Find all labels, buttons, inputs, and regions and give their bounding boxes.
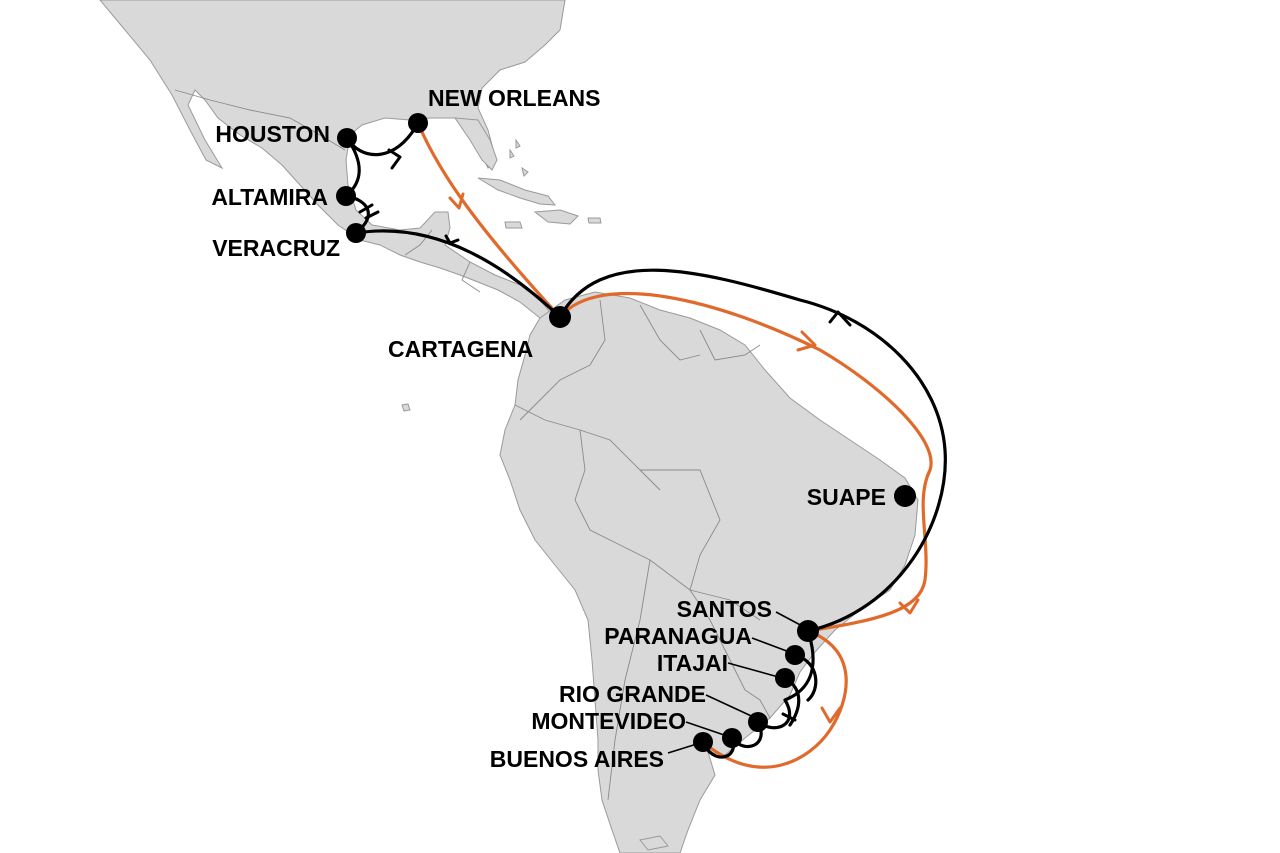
port-label-cartagena: CARTAGENA	[388, 336, 533, 362]
port-marker-cartagena[interactable]	[549, 306, 571, 328]
southbound-arrow-gulf	[448, 192, 465, 210]
southbound-arrow-brazil	[898, 598, 920, 615]
puerto-rico-island	[587, 217, 602, 224]
tierra-del-fuego	[639, 835, 669, 851]
northbound-arrow-atlantic	[828, 310, 852, 327]
port-marker-itajai[interactable]	[775, 668, 795, 688]
label-leader-lines	[667, 611, 807, 754]
port-marker-santos[interactable]	[797, 620, 819, 642]
port-label-altamira: ALTAMIRA	[211, 184, 328, 210]
southbound-arrow-caribbean	[796, 330, 817, 352]
northbound-arrow-mexico	[358, 203, 380, 220]
port-label-veracruz: VERACRUZ	[212, 235, 340, 261]
port-marker-veracruz[interactable]	[346, 223, 366, 243]
northbound-arrow-uruguay	[781, 712, 797, 722]
port-label-paranagua: PARANAGUA	[604, 623, 752, 649]
port-marker-altamira[interactable]	[336, 186, 356, 206]
route-new-orleans-cartagena	[416, 121, 562, 319]
route-santos-cartagena	[558, 268, 947, 633]
jamaica-island	[504, 221, 523, 229]
florida-peninsula	[453, 117, 498, 171]
port-marker-buenos-aires[interactable]	[693, 732, 713, 752]
route-cartagena-veracruz	[354, 229, 562, 319]
route-cartagena-suape-santos	[558, 291, 933, 633]
southbound-route	[416, 121, 933, 769]
route-santos-buenos-aires	[701, 629, 848, 769]
port-labels: NEW ORLEANS HOUSTON ALTAMIRA VERACRUZ CA…	[211, 85, 886, 772]
bahamas-islands	[509, 138, 529, 177]
port-marker-houston[interactable]	[337, 128, 357, 148]
port-marker-suape[interactable]	[894, 485, 916, 507]
port-label-montevideo: MONTEVIDEO	[531, 708, 686, 734]
cuba-island	[477, 177, 557, 206]
northbound-arrow-gulf	[387, 148, 402, 170]
port-label-santos: SANTOS	[677, 596, 772, 622]
port-label-buenos-aires: BUENOS AIRES	[490, 746, 664, 772]
port-label-houston: HOUSTON	[215, 121, 330, 147]
port-marker-new-orleans[interactable]	[408, 113, 428, 133]
port-marker-paranagua[interactable]	[785, 645, 805, 665]
land-masses	[99, 0, 919, 853]
port-marker-montevideo[interactable]	[722, 728, 742, 748]
country-borders	[174, 89, 771, 801]
southbound-arrow-south	[820, 706, 842, 724]
leader-itajai	[727, 662, 783, 679]
galapagos-islands	[401, 403, 411, 412]
hispaniola-island	[533, 209, 579, 225]
port-markers	[336, 113, 916, 752]
port-label-rio-grande: RIO GRANDE	[559, 681, 706, 707]
port-label-itajai: ITAJAI	[657, 650, 728, 676]
port-label-new-orleans: NEW ORLEANS	[428, 85, 601, 111]
port-label-suape: SUAPE	[807, 484, 886, 510]
leader-paranagua	[751, 637, 793, 654]
northbound-arrow-caribbean	[444, 234, 460, 245]
port-marker-rio-grande[interactable]	[748, 712, 768, 732]
